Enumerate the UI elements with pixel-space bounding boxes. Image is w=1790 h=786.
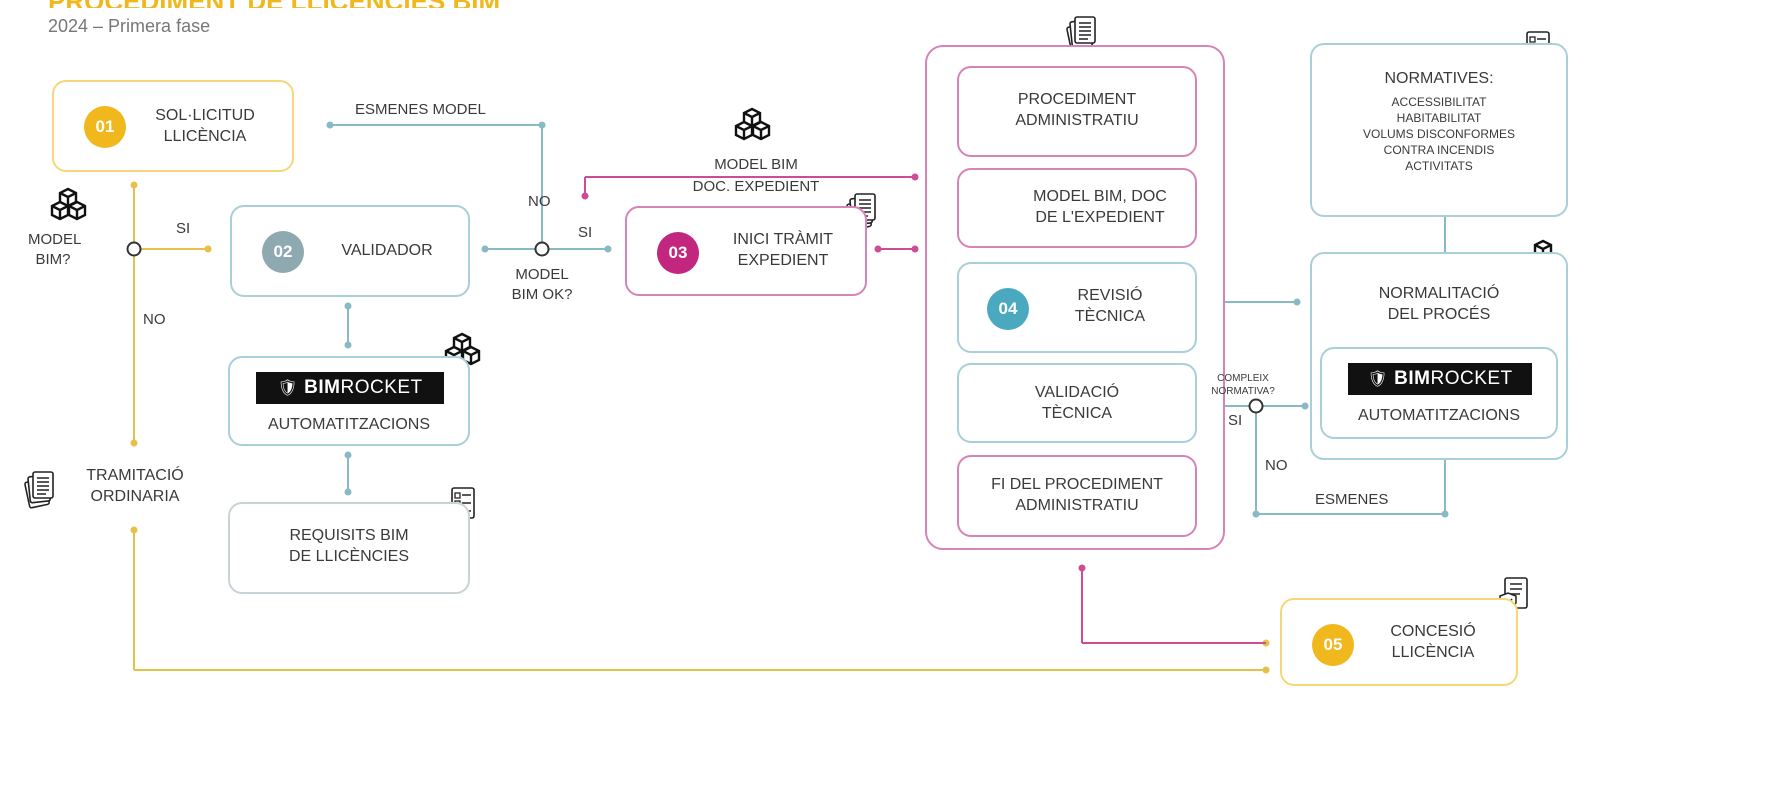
- normatives-item: ACTIVITATS: [1405, 159, 1473, 173]
- step-number-badge: 03: [657, 232, 699, 274]
- connector-yellow: [133, 185, 1266, 671]
- esmenes-model-label: ESMENES MODEL: [355, 101, 486, 118]
- cube-icon: [736, 109, 769, 139]
- connector-teal: [330, 124, 1446, 515]
- normatives-item: CONTRA INCENDIS: [1383, 143, 1495, 157]
- decision-node-model-bim: [126, 241, 142, 257]
- page-subtitle: 2024 – Primera fase: [48, 16, 211, 36]
- cube-icon: [52, 189, 85, 219]
- branch-label-no: NO: [528, 193, 551, 210]
- normatives-item: VOLUMS DISCONFORMES: [1362, 127, 1515, 141]
- normatives-box: NORMATIVES: ACCESSIBILITAT HABITABILITAT…: [1310, 43, 1568, 217]
- branch-label-si: SI: [578, 224, 593, 241]
- connector-magenta: [584, 176, 1266, 644]
- step-number-badge: 05: [1312, 624, 1354, 666]
- branch-label-no: NO: [1265, 457, 1288, 474]
- page-title: PROCEDIMENT DE LLICÈNCIES BIM: [48, 0, 500, 8]
- step-number-badge: 02: [262, 231, 304, 273]
- branch-label-si: SI: [1228, 412, 1243, 429]
- branch-label-no: NO: [143, 311, 166, 328]
- decision-node-model-ok: [534, 241, 550, 257]
- step-number-badge: 04: [987, 288, 1029, 330]
- automatitzacions-label: AUTOMATITZACIONS: [267, 416, 431, 433]
- step-number-badge: 01: [84, 106, 126, 148]
- connector-dots-magenta: [581, 173, 1086, 572]
- automatitzacions-label: AUTOMATITZACIONS: [1357, 407, 1521, 424]
- document-stack-icon: [23, 471, 54, 509]
- esmenes-label: ESMENES: [1315, 491, 1389, 508]
- step-02-label: VALIDADOR: [341, 242, 433, 259]
- step-02-box: 02 VALIDADOR: [230, 205, 470, 297]
- normatives-item: HABITABILITAT: [1396, 111, 1482, 125]
- decision-node-compleix: [1248, 398, 1264, 414]
- normatives-item: ACCESSIBILITAT: [1391, 95, 1487, 109]
- normatives-title: NORMATIVES:: [1384, 70, 1494, 87]
- branch-label-si: SI: [176, 220, 191, 237]
